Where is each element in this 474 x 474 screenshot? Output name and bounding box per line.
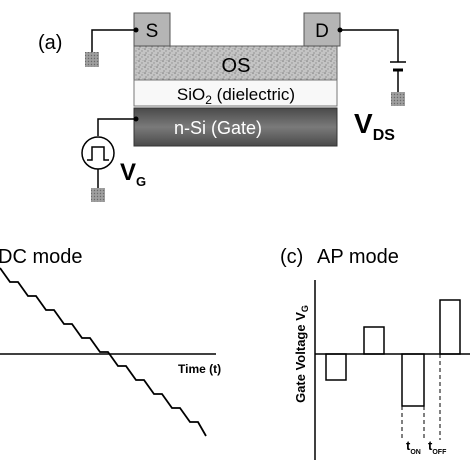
- source-node: [133, 27, 139, 33]
- panel-c-label: (c): [280, 246, 303, 268]
- panel-c-title: AP mode: [317, 246, 399, 268]
- pulse-source-icon: [81, 136, 115, 170]
- panel-c: (c) AP mode Gate Voltage VG tON tOFF: [280, 246, 470, 460]
- pulse-4-positive: [439, 299, 461, 355]
- os-layer-label: OS: [222, 55, 251, 77]
- drain-ground-icon: [391, 92, 405, 106]
- pulse-waveform-icon: [87, 146, 109, 161]
- pulse-3-negative: [401, 353, 425, 407]
- t-on-label: tON: [406, 438, 421, 456]
- b-xlabel: Time (t): [178, 362, 221, 376]
- gate-node: [133, 116, 139, 122]
- gate-layer-label: n-Si (Gate): [174, 118, 262, 138]
- gate-layer: [133, 107, 338, 147]
- pulse-1-negative: [325, 353, 347, 381]
- panel-b: DC mode Time (t): [0, 246, 221, 437]
- gate-ground-icon: [91, 188, 105, 202]
- vg-label: VG: [120, 159, 146, 189]
- os-layer: [133, 45, 338, 81]
- vds-label: VDS: [354, 108, 395, 144]
- source-contact: [133, 12, 171, 47]
- panel-b-title: DC mode: [0, 246, 82, 268]
- dielectric-label: SiO2 (dielectric): [177, 85, 295, 107]
- drain-contact: [303, 12, 341, 47]
- drain-wire: [340, 29, 399, 62]
- panel-a-label: (a): [38, 32, 62, 54]
- source-label: S: [146, 21, 159, 42]
- pulse-2-positive: [363, 326, 385, 355]
- t-off-label: tOFF: [428, 438, 447, 456]
- dc-staircase-line: [0, 267, 207, 437]
- source-wire: [91, 29, 136, 52]
- gate-wire: [97, 118, 136, 136]
- dielectric-layer: [133, 79, 338, 107]
- panel-a: (a) OS S D SiO2 (dielectric) n-Si (Gate)…: [38, 12, 406, 202]
- source-ground-icon: [85, 52, 99, 67]
- drain-label: D: [315, 21, 329, 42]
- c-ylabel: Gate Voltage VG: [293, 305, 310, 403]
- drain-node: [337, 27, 343, 33]
